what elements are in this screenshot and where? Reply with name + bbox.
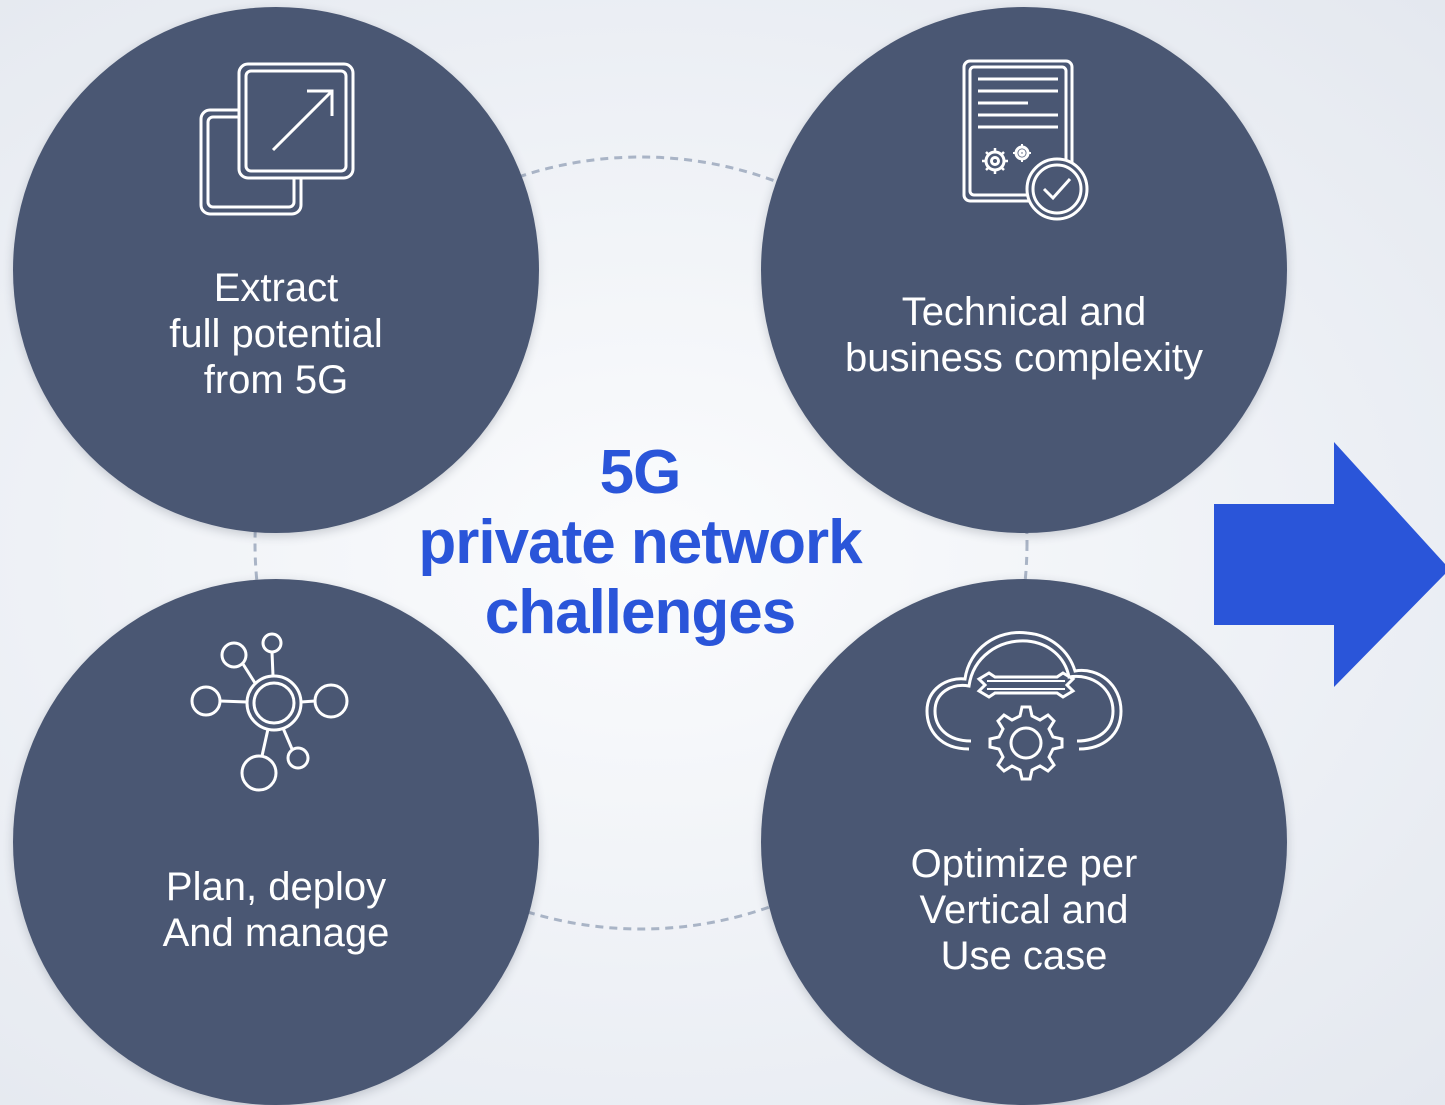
challenge-circle-optimize: Optimize per Vertical and Use case: [761, 579, 1287, 1105]
challenge-label: Plan, deploy And manage: [162, 865, 390, 955]
challenge-circle-complexity: Technical and business complexity: [761, 7, 1287, 533]
challenge-label: Technical and business complexity: [845, 290, 1203, 380]
right-arrow-icon: [1214, 442, 1445, 687]
challenge-circle-plan: Plan, deploy And manage: [13, 579, 539, 1105]
document-settings-check-icon: [962, 59, 1089, 221]
center-title: 5G private network challenges: [418, 438, 862, 647]
external-link-icon: [199, 62, 355, 216]
challenge-circle-potential: Extract full potential from 5G: [13, 7, 539, 533]
challenge-label: Optimize per Vertical and Use case: [910, 842, 1138, 978]
cloud-wrench-gear-icon: [925, 631, 1123, 781]
network-hub-icon: [190, 632, 349, 792]
challenge-label: Extract full potential from 5G: [169, 266, 383, 402]
